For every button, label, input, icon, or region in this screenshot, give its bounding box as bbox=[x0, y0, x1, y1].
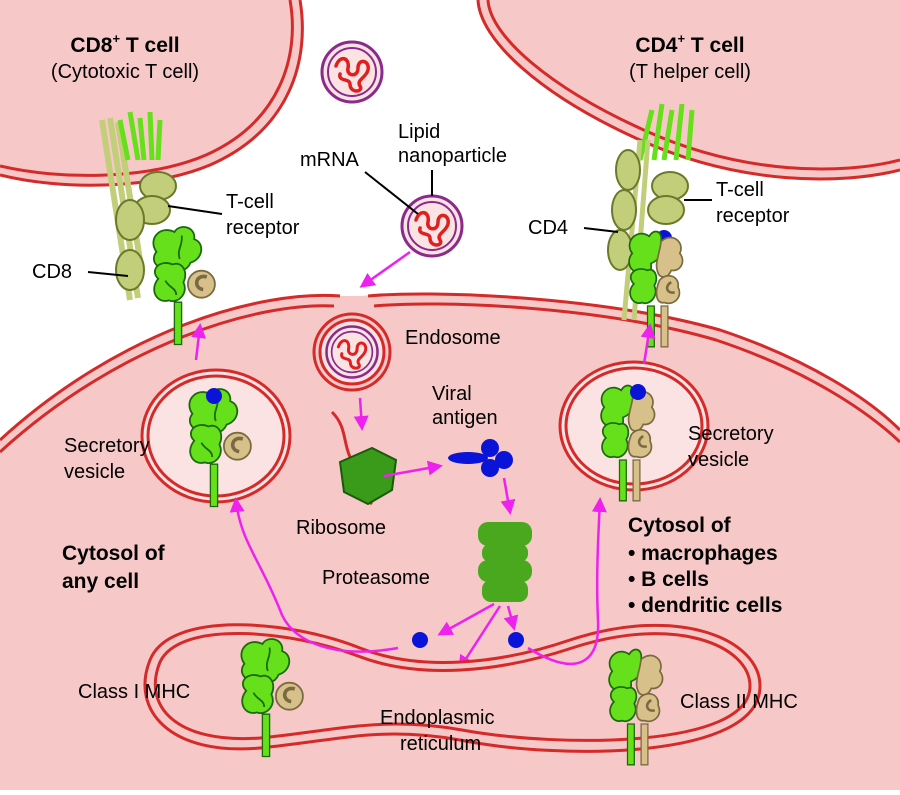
ribosome-label: Ribosome bbox=[296, 517, 386, 539]
proteasome bbox=[478, 522, 532, 602]
cd8-t-cell-body bbox=[0, 0, 303, 186]
arrow-peptide-a bbox=[437, 602, 495, 636]
viral-antigen bbox=[448, 439, 513, 477]
mrna-leader-line bbox=[364, 171, 419, 215]
host-membrane-inner-left bbox=[0, 304, 335, 454]
cd8-leader-line bbox=[87, 271, 129, 277]
secretory-left-label-line2: vesicle bbox=[64, 461, 125, 483]
secretory-left-label-line1: Secretory bbox=[64, 435, 150, 457]
peptide-c bbox=[508, 632, 524, 648]
arrow-er-to-left-vesicle bbox=[229, 497, 399, 653]
cd4-leader-line bbox=[583, 227, 619, 233]
lipid-nanoparticle bbox=[400, 194, 464, 258]
secretory-right-label-line1: Secretory bbox=[688, 423, 774, 445]
endosome-label: Endosome bbox=[405, 327, 501, 349]
arrow-er-to-right-vesicle bbox=[527, 497, 607, 666]
arrow-vesicle-to-cd8 bbox=[191, 323, 207, 361]
lnp-uptake-arrow bbox=[359, 250, 411, 288]
lipid-nanoparticle-floating bbox=[320, 40, 384, 104]
ribosome bbox=[338, 446, 398, 506]
class2-label: Class II MHC bbox=[680, 691, 798, 713]
er-label-line2: reticulum bbox=[400, 733, 481, 755]
viral-antigen-label-line2: antigen bbox=[432, 407, 498, 429]
cytosol-any-label-line1: Cytosol of bbox=[62, 542, 166, 565]
arrow-peptide-b bbox=[458, 605, 502, 671]
arrow-endosome-to-ribosome bbox=[353, 397, 369, 431]
cd4-cell-subtitle: (T helper cell) bbox=[629, 61, 751, 83]
lipid-label-line1: Lipid bbox=[398, 121, 440, 143]
cd4-t-cell-body bbox=[478, 0, 900, 179]
cd4-tcr-complex bbox=[607, 103, 695, 349]
arrow-antigen-to-proteasome bbox=[500, 477, 516, 515]
cd4-cell-title: CD4+ T cell bbox=[635, 31, 744, 57]
cd8-tcr-complex bbox=[99, 111, 217, 347]
arrow-vesicle-to-cd4 bbox=[640, 323, 656, 365]
endosome-lnp bbox=[325, 325, 379, 379]
cd8-label: CD8 bbox=[32, 261, 72, 283]
lipid-label-line2: nanoparticle bbox=[398, 145, 507, 167]
arrow-ribosome-to-antigen bbox=[383, 460, 443, 478]
viral-antigen-label-line1: Viral bbox=[432, 383, 472, 405]
peptide-a bbox=[412, 632, 428, 648]
tcr-left-label-line1: T-cell bbox=[226, 191, 274, 213]
cytosol-apc-item-2: • B cells bbox=[628, 568, 709, 591]
mrna-label: mRNA bbox=[300, 149, 360, 171]
tcr-right-label-line2: receptor bbox=[716, 205, 790, 227]
arrow-peptide-c bbox=[503, 605, 519, 631]
host-membrane-inner-right bbox=[373, 302, 900, 444]
tcr-left-leader-line bbox=[167, 205, 223, 215]
host-membrane-outer-left bbox=[0, 293, 341, 442]
er-inner bbox=[153, 632, 752, 742]
vesicle-left-peptide bbox=[206, 388, 222, 404]
tcr-right-label-line1: T-cell bbox=[716, 179, 764, 201]
tcr-left-label-line2: receptor bbox=[226, 217, 300, 239]
cd8-cell-title: CD8+ T cell bbox=[70, 31, 179, 57]
er-label-line1: Endoplasmic bbox=[380, 707, 495, 729]
vesicle-right-peptide bbox=[630, 384, 646, 400]
class1-label: Class I MHC bbox=[78, 681, 190, 703]
cd8-t-cell-membrane-inner bbox=[0, 0, 294, 177]
cytosol-any-label-line2: any cell bbox=[62, 570, 139, 593]
cytosol-apc-item-3: • dendritic cells bbox=[628, 594, 782, 617]
cytosol-apc-item-1: • macrophages bbox=[628, 542, 778, 565]
cd8-t-cell-membrane-outer bbox=[0, 0, 304, 187]
cd8-cell-subtitle: (Cytotoxic T cell) bbox=[51, 61, 199, 83]
cytosol-apc-label-line1: Cytosol of bbox=[628, 514, 732, 537]
host-membrane-outer-right bbox=[367, 292, 900, 432]
secretory-right-label-line2: vesicle bbox=[688, 449, 749, 471]
proteasome-label: Proteasome bbox=[322, 567, 430, 589]
cd4-label: CD4 bbox=[528, 217, 568, 239]
